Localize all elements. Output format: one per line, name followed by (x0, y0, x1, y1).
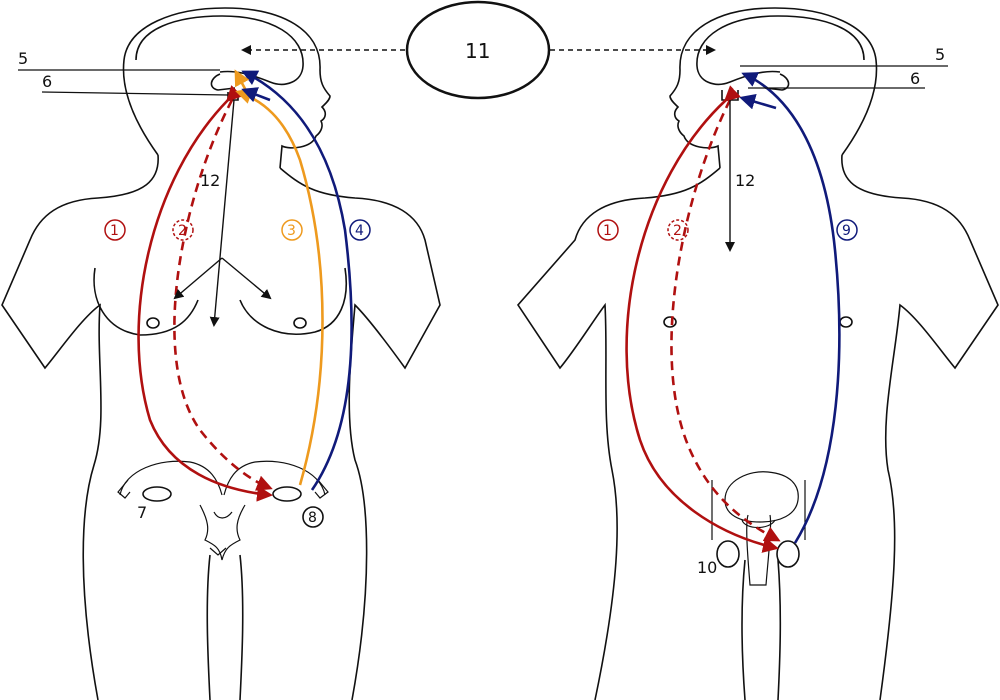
female-body-outline (1, 154, 159, 700)
female-hypothalamus (210, 73, 236, 91)
male-circle-label-9: 9 (836, 219, 858, 241)
svg-text:8: 8 (308, 510, 317, 526)
female-left-breast (93, 267, 199, 336)
male-label-12: 12 (735, 171, 755, 190)
female-arrow-2-red-dashed (173, 99, 273, 491)
svg-text:3: 3 (287, 223, 296, 239)
male-right-nipple (839, 316, 853, 328)
center-node-11: 11 (405, 0, 551, 100)
female-arrow-12 (173, 99, 272, 327)
male-label-5: 5 (935, 45, 945, 64)
female-circle-label-8: 8 (302, 506, 324, 528)
female-ovary-left (142, 486, 172, 502)
male-brain-outline (696, 15, 865, 86)
female-brain-outline (135, 15, 304, 86)
female-arrow-3-orange (235, 88, 324, 486)
female-reproductive-organs (117, 460, 329, 561)
female-right-nipple (293, 317, 307, 329)
male-arrow-1-red (625, 85, 779, 553)
male-testis-left (716, 540, 740, 568)
male-left-nipple (663, 316, 677, 328)
female-label-7: 7 (137, 503, 147, 522)
svg-text:2: 2 (178, 223, 187, 239)
female-head-outline (122, 7, 331, 169)
male-hormone-arrows (625, 72, 841, 553)
female-arrow-4-navy (241, 70, 353, 491)
svg-text:1: 1 (603, 223, 612, 239)
male-arrow-9-navy (741, 72, 841, 544)
female-pituitary (227, 92, 239, 101)
svg-text:11: 11 (465, 39, 490, 63)
male-body-outline (516, 167, 721, 700)
female-label-6: 6 (42, 72, 52, 91)
female-figure (1, 7, 441, 700)
female-label-12: 12 (200, 171, 220, 190)
female-circle-label-2: 2 (172, 219, 194, 241)
svg-text:9: 9 (842, 223, 851, 239)
female-right-breast (239, 267, 347, 335)
svg-text:1: 1 (110, 223, 119, 239)
female-circle-label-1: 1 (104, 219, 126, 241)
female-left-nipple (146, 317, 160, 329)
female-ovary-right (272, 486, 302, 502)
svg-text:4: 4 (355, 223, 364, 239)
male-label-10: 10 (697, 558, 717, 577)
male-head-outline (669, 7, 878, 169)
male-figure (516, 7, 999, 700)
male-testis-right (776, 540, 800, 568)
male-label-6: 6 (910, 69, 920, 88)
male-pituitary (721, 90, 739, 101)
female-circle-label-3: 3 (281, 219, 303, 241)
male-circle-label-1: 1 (597, 219, 619, 241)
svg-text:2: 2 (673, 223, 682, 239)
female-hormone-arrows (137, 69, 353, 502)
female-label-5: 5 (18, 49, 28, 68)
male-hypothalamus (764, 73, 790, 91)
male-circle-label-2: 2 (667, 219, 689, 241)
female-arrow-1-red (137, 85, 273, 502)
male-arrow-2-red-dashed (670, 99, 781, 542)
female-circle-label-4: 4 (349, 219, 371, 241)
